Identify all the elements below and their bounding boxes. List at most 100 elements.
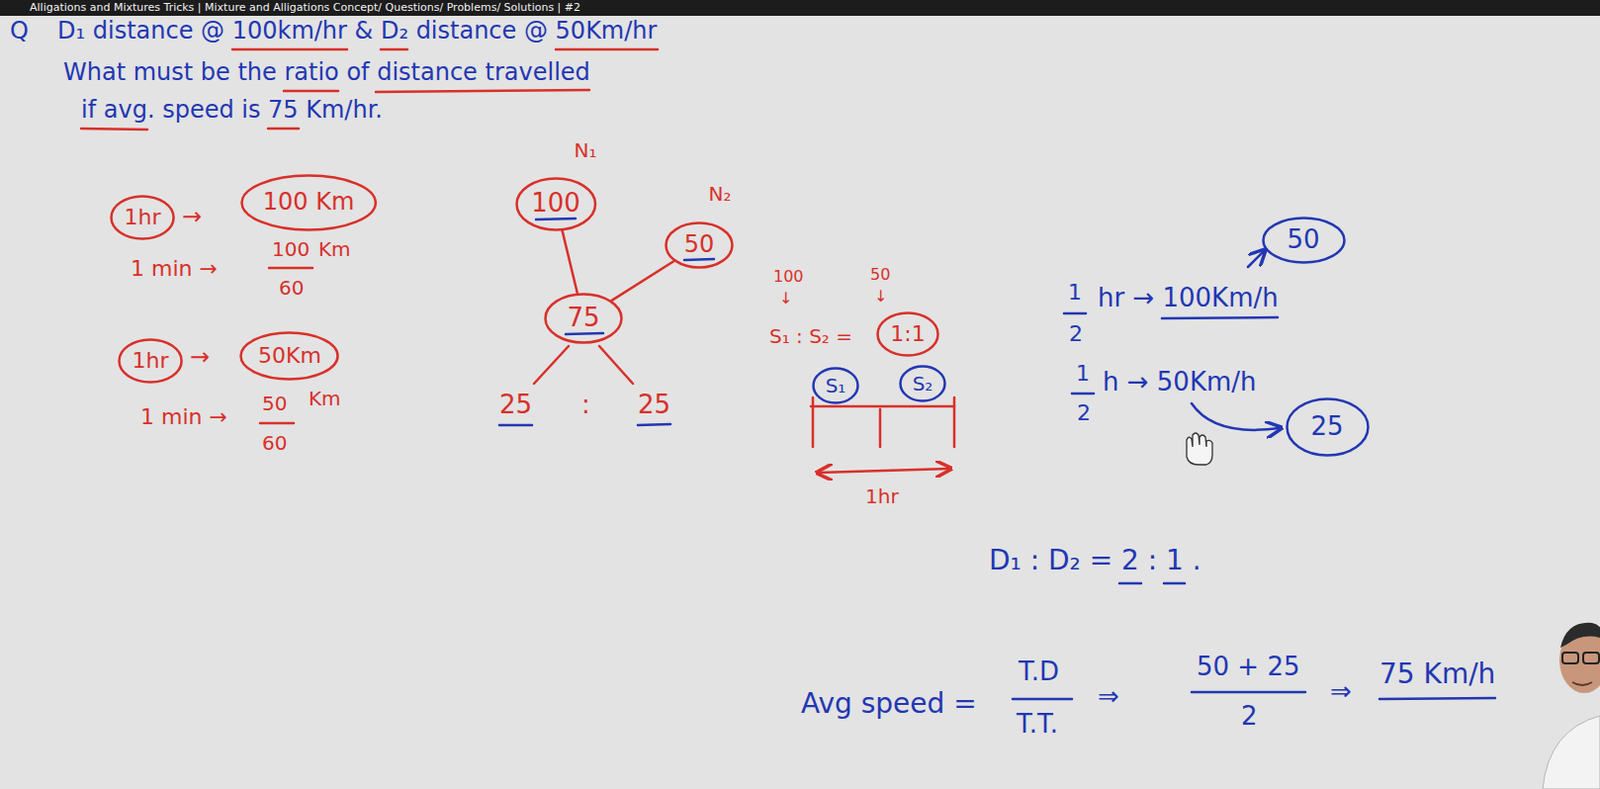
handwritten-text: Km [318,236,352,263]
underline [375,89,590,92]
handwritten-text: 2 [1076,399,1091,429]
underline [535,218,576,220]
handwritten-text: D₁ : D₂ = 2 : 1 . [988,542,1202,579]
handwritten-text: Avg speed = [800,686,978,722]
underline [81,128,148,130]
circled-value: 50Km [239,331,340,381]
ellipse-outline [813,368,859,404]
fraction-bar [268,266,313,270]
circled-value: 25 [1285,397,1370,457]
node-heading: N₂ [709,180,732,207]
handwritten-text: 25 [637,388,671,423]
handwritten-text: What must be the ratio of distance trave… [63,57,591,89]
handwritten-text: 50 + 25 [1196,650,1300,685]
ellipse-outline [666,223,733,268]
handwritten-text: 1 [1067,278,1082,308]
handwritten-text: hr → 100Km/h [1097,281,1279,316]
handwritten-text: Km [308,385,342,412]
ellipse-outline [877,313,938,356]
handwritten-text: 100 [271,236,310,263]
hand-cursor [1186,433,1213,465]
node-value: 75 [566,301,600,336]
handwritten-text: 2 [1241,700,1258,734]
ellipse-outline [241,333,339,380]
node-value: 25 [1310,410,1343,445]
handwritten-text: → [189,342,210,373]
handwritten-text: 25 [499,388,533,423]
ellipse-outline [1286,399,1368,456]
circled-value: 50 [1261,216,1346,265]
fraction-bar [1012,698,1072,702]
fraction-bar [1064,312,1086,316]
node-value: 50 [684,229,715,261]
node-value: S₂ [912,370,934,397]
handwritten-text: 2 [1068,320,1083,350]
ellipse-outline [545,294,623,344]
handwritten-text: 75 Km/h [1379,656,1496,693]
presenter [1542,622,1600,789]
node-value: 1hr [131,347,169,376]
underline [1119,582,1142,586]
ellipse-outline [516,177,596,230]
handwritten-text: ↓ [779,288,793,310]
alligation-line [612,261,675,301]
underline [684,259,714,261]
circled-value: 75 [543,292,623,345]
circled-value: 1:1 [876,311,940,357]
segment-line [810,405,955,409]
node-value: S₁ [825,372,847,399]
underline [637,424,671,426]
handwritten-text: 100 [773,266,804,288]
underline [283,89,339,93]
handwritten-text: 1 min → [130,255,218,284]
ellipse-outline [1262,218,1344,264]
circled-value: N₁100 [515,177,598,232]
alligation-line [599,346,633,384]
underline [1163,582,1185,586]
handwritten-text: T.T. [1016,708,1059,742]
video-title: Alligations and Mixtures Tricks | Mixtur… [29,0,581,15]
underline [232,48,348,52]
handwritten-text: Q [9,15,29,47]
handwritten-text: D₁ distance @ 100km/hr & D₂ distance @ 5… [57,15,657,47]
pointer-arrow [1247,251,1264,267]
handwritten-text: 50 [262,390,287,417]
underline [1161,317,1278,319]
fraction-bar [1071,392,1094,396]
handwritten-text: h → 50Km/h [1102,365,1257,400]
circled-value: N₂50 [664,221,734,269]
segment-tick [811,397,815,447]
handwritten-text: 60 [278,274,304,301]
node-value: 100 Km [263,186,356,218]
circled-value: 1hr [117,338,183,384]
circled-value: S₁ [811,366,860,405]
circled-value: 100 Km [240,174,377,232]
ellipse-outline [110,196,174,240]
pointer-arrow [1191,403,1280,431]
segment-tick [879,409,883,447]
handwritten-text: 50 [870,265,890,286]
node-value: 50Km [258,342,322,371]
underline [1379,698,1496,700]
handwritten-text: S₁ : S₂ = [769,323,853,350]
ellipse-outline [241,176,375,231]
node-value: 50 [1286,223,1320,258]
handwritten-text: ↓ [874,286,888,308]
node-value: 1hr [123,203,161,233]
handwritten-text: 1 min → [140,403,228,433]
handwritten-text: 1 [1075,359,1090,389]
underline [565,333,604,335]
handwritten-text: 1hr [865,483,899,510]
underline [555,48,658,52]
fraction-bar [260,422,294,426]
ellipse-outline [900,366,946,402]
node-value: 100 [531,186,581,221]
handwritten-text: : [581,388,591,423]
alligation-line [562,230,578,293]
fraction-bar [1191,691,1306,695]
double-arrow [818,468,950,473]
handwritten-text: if avg. speed is 75 Km/hr. [81,94,383,126]
handwritten-text: 60 [262,430,287,456]
handwritten-text: T.D [1018,655,1060,690]
segment-tick [953,397,957,447]
